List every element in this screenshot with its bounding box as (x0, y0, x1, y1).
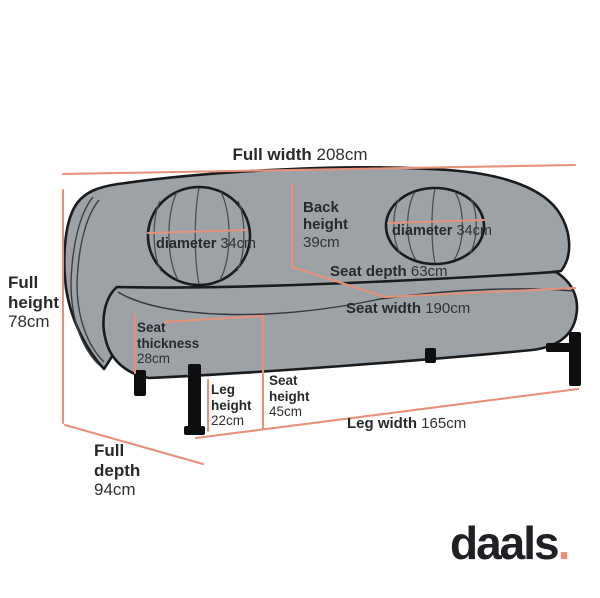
left-ball-cushion (146, 185, 252, 287)
full-depth-label: Full depth 94cm (94, 441, 141, 500)
leg-width-line (194, 387, 580, 440)
left-diameter-label: diameter 34cm (156, 236, 256, 252)
seat-surface-connector-line (162, 314, 265, 324)
full-depth-line (63, 423, 205, 466)
leg-width-label: Leg width 165cm (347, 415, 467, 432)
arm-seam-line (76, 199, 105, 363)
brand-logo-text: daals (450, 517, 560, 569)
front-right-bar (546, 343, 572, 352)
seat-width-label: Seat width 190cm (346, 300, 471, 317)
right-ball-cushion (384, 186, 486, 266)
brand-logo-dot: . (557, 517, 571, 569)
front-right-leg (569, 332, 581, 386)
sofa-legs (134, 332, 581, 435)
seat-fold-line (117, 288, 574, 316)
right-diameter-line (386, 218, 486, 225)
back-right-leg (425, 348, 436, 363)
back-left-leg (134, 370, 146, 396)
leg-height-label: Leg height 22cm (211, 382, 252, 429)
full-width-line (61, 163, 577, 176)
left-diameter-line (146, 228, 248, 235)
arm-seam-line (70, 196, 100, 366)
seat-height-label: Seat height 45cm (269, 373, 310, 420)
right-diameter-label: diameter 34cm (392, 223, 492, 239)
back-height-label: Back height 39cm (303, 199, 348, 251)
seat-width-line (383, 286, 577, 299)
brand-logo: daals. (450, 516, 570, 570)
front-left-leg (188, 364, 201, 430)
seat-depth-line (290, 265, 387, 299)
sofa-seat (102, 270, 579, 380)
full-width-label: Full width 208cm (232, 145, 368, 164)
seat-depth-label: Seat depth 63cm (330, 263, 448, 280)
front-left-foot (184, 426, 205, 435)
full-height-label: Full height 78cm (8, 273, 59, 332)
seat-thickness-label: Seat thickness 28cm (137, 320, 200, 367)
